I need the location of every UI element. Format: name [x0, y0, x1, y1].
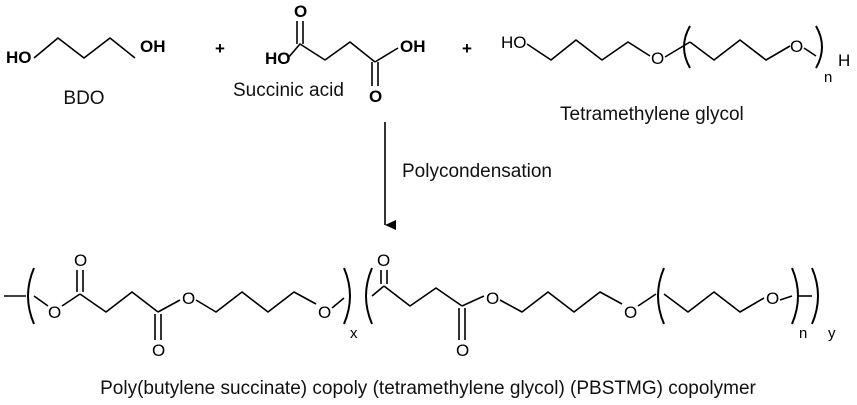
product-carbonyl-o3: O: [377, 251, 390, 270]
product-carbonyl-o4: O: [456, 341, 469, 360]
tmg-chain-1: [526, 39, 651, 61]
product-open-paren-n: [657, 267, 665, 325]
tmg-close-paren: [815, 25, 823, 69]
product-o5: O: [624, 303, 637, 322]
product-open-paren-x: [27, 267, 35, 325]
product-close-paren-n: [791, 267, 799, 325]
product-o1: O: [48, 303, 61, 322]
sa-ho-label: HO: [265, 49, 291, 68]
product-close-paren-x: [343, 267, 351, 325]
product-caption: Poly(butylene succinate) copoly (tetrame…: [100, 378, 756, 399]
tmg-subscript-n: n: [824, 69, 832, 86]
product-subscript-y: y: [828, 325, 836, 342]
sa-oh-label: OH: [400, 37, 426, 56]
product-close-paren-y: [811, 267, 819, 325]
product-carbonyl-o1: O: [74, 251, 87, 270]
tmg-o1: O: [651, 49, 664, 68]
tmg-ho-label: HO: [501, 33, 527, 52]
tmg-chain-2: [689, 39, 791, 61]
tmg-structure: HO O O n H: [501, 25, 850, 86]
tmg-o2: O: [790, 37, 803, 56]
product-structure: O O O O O x O O O O O n: [4, 251, 836, 360]
sa-top-o: O: [294, 2, 307, 21]
bdo-ho-label: HO: [6, 48, 32, 67]
plus-sign-2: +: [462, 39, 472, 58]
succinic-acid-structure: HO O OH O: [265, 2, 426, 106]
bdo-structure: HO OH: [6, 37, 166, 67]
plus-sign-1: +: [215, 39, 225, 58]
arrow-label: Polycondensation: [402, 161, 552, 182]
product-o4: O: [486, 289, 499, 308]
product-open-paren-y: [365, 267, 373, 325]
product-o2: O: [182, 289, 195, 308]
bdo-chain: [33, 37, 136, 59]
tmg-name: Tetramethylene glycol: [560, 104, 744, 125]
bdo-name: BDO: [63, 88, 104, 109]
sa-chain: [287, 41, 376, 63]
sa-bottom-o: O: [369, 87, 382, 106]
product-o6: O: [766, 289, 779, 308]
bdo-oh-label: OH: [140, 37, 166, 56]
tmg-open-paren: [683, 25, 691, 69]
product-carbonyl-o2: O: [152, 341, 165, 360]
tmg-end-h: H: [838, 51, 850, 70]
product-subscript-x: x: [350, 325, 358, 342]
product-o3: O: [318, 303, 331, 322]
succinic-acid-name: Succinic acid: [233, 80, 344, 101]
product-subscript-n: n: [799, 325, 807, 342]
